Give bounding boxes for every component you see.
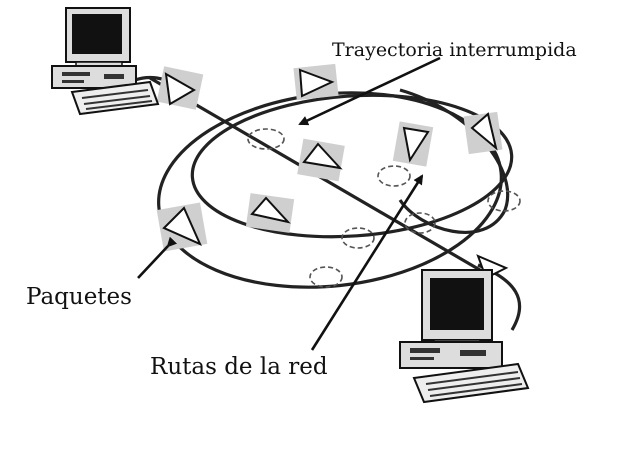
break-point bbox=[487, 190, 521, 212]
computer-icon bbox=[399, 269, 530, 404]
break-point bbox=[341, 227, 375, 249]
arrow-icon bbox=[298, 56, 441, 126]
break-point bbox=[377, 165, 411, 187]
broken-path-label: Trayectoria interrumpida bbox=[332, 39, 577, 61]
packet-icon bbox=[156, 202, 208, 252]
packet-icon bbox=[245, 193, 295, 233]
route-middle bbox=[190, 93, 514, 239]
route-inner bbox=[398, 88, 510, 234]
packets-label: Paquetes bbox=[26, 284, 132, 310]
break-points bbox=[247, 128, 521, 288]
arrow-icon bbox=[137, 236, 178, 279]
routes-label: Rutas de la red bbox=[150, 354, 328, 380]
packet-icon bbox=[156, 66, 204, 110]
computer-icon bbox=[51, 7, 160, 116]
packet-icon bbox=[297, 138, 345, 182]
packet-icon bbox=[392, 121, 434, 167]
packet-icon bbox=[463, 111, 503, 155]
arrow-icon bbox=[310, 174, 424, 351]
packets bbox=[156, 63, 509, 280]
break-point bbox=[404, 212, 436, 234]
break-point bbox=[309, 266, 343, 288]
break-point bbox=[247, 128, 285, 150]
packet-icon bbox=[293, 63, 339, 101]
